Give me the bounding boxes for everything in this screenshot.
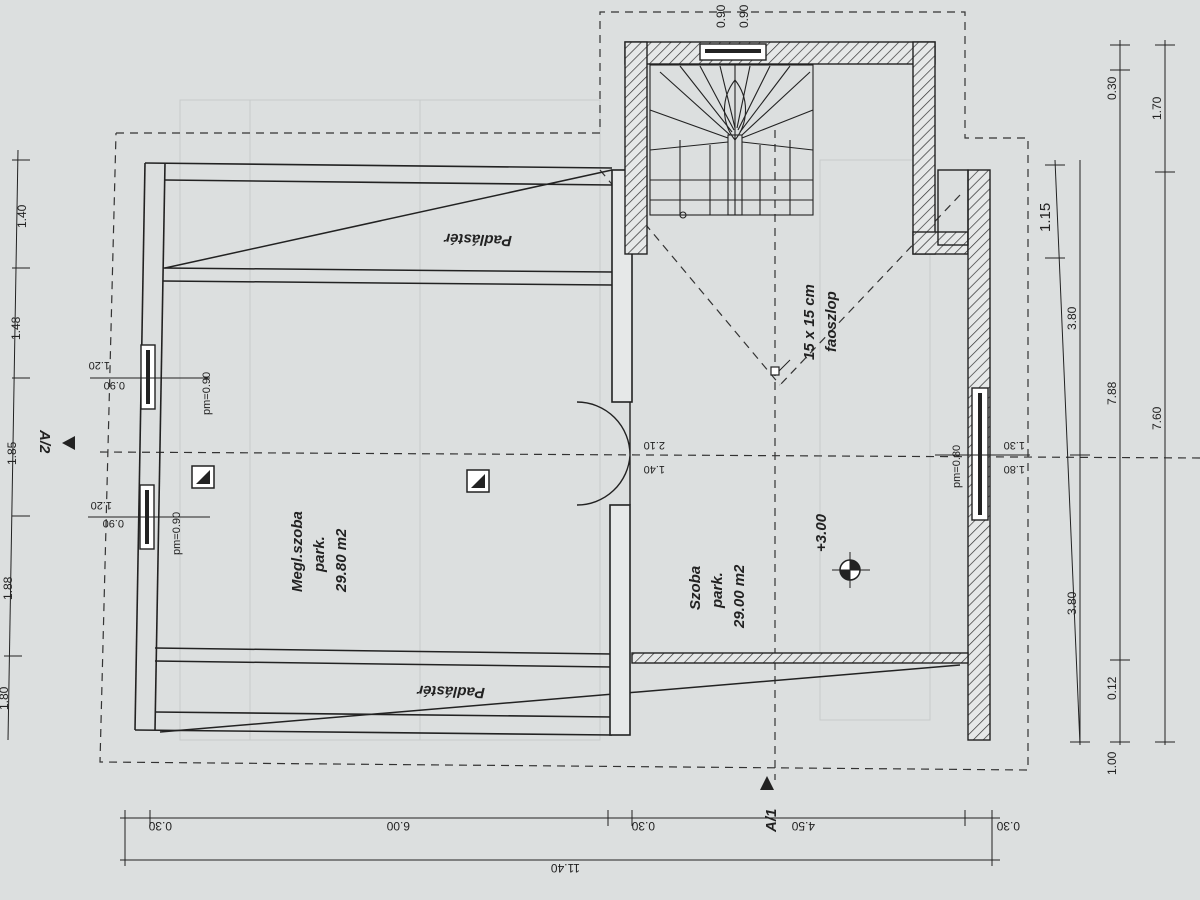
- exterior-walls: [134, 162, 613, 736]
- knee-walls: [154, 169, 961, 733]
- w1-sill: pm=0.90: [201, 372, 213, 415]
- dim-r-b0: 7.88: [1105, 381, 1119, 405]
- dim-r-a1: 3.80: [1065, 306, 1079, 330]
- window-1: [90, 344, 210, 410]
- window-2: [88, 484, 210, 550]
- staircase: [649, 64, 814, 219]
- window-3-labels: pm=0.80 1.30 1.80: [951, 439, 1025, 488]
- dim-b-3: 4.50: [791, 819, 815, 833]
- room-right-floor: park.: [709, 572, 726, 609]
- window-1-labels: pm=0.90 1.20 0.90: [89, 359, 213, 415]
- dim-r-a3: 0.12: [1105, 676, 1119, 700]
- w1-width: 1.20: [89, 359, 110, 371]
- dim-l-3: 1.88: [1, 576, 15, 600]
- dim-b-total: 11.40: [551, 861, 580, 875]
- background-ghost-lines: [179, 99, 931, 741]
- attic-bottom-label: Padlástér: [416, 682, 485, 701]
- w1-height: 0.90: [104, 379, 125, 391]
- dim-r-c0: 1.70: [1150, 96, 1164, 120]
- dims-right: 1.15 3.80 3.80 0.12 1.00 7.88 0.30 1.70 …: [1037, 76, 1164, 775]
- dimension-lines-bottom: [120, 810, 1000, 866]
- dim-l-0: 1.40: [15, 204, 29, 228]
- w3-height: 1.80: [1004, 463, 1025, 475]
- vent-2: [466, 469, 490, 493]
- w3-sill: pm=0.80: [951, 445, 963, 488]
- dims-top: 0.90 0.90: [714, 4, 751, 28]
- level-label: +3.00: [813, 513, 830, 552]
- w2-sill: pm=0.90: [171, 512, 183, 555]
- dim-l-4: 1.80: [0, 686, 11, 710]
- room-left-area: 29.80 m2: [333, 528, 350, 593]
- window-stair: [699, 43, 767, 61]
- dim-b-2: 0.30: [631, 819, 655, 833]
- post-size-label: 15 x 15 cm: [801, 284, 818, 360]
- dim-l-2: 1.85: [5, 441, 19, 465]
- dim-r-c1: 7.60: [1150, 406, 1164, 430]
- post-type-label: faoszlop: [823, 291, 840, 352]
- window-3: [935, 387, 1030, 521]
- post-leader-line: [778, 359, 791, 372]
- dim-r-b1: 0.30: [1105, 76, 1119, 100]
- section-a2-arrow: [62, 436, 75, 450]
- w2-width: 1.20: [91, 499, 112, 511]
- double-door: [576, 401, 631, 506]
- section-a2-label: A/2: [36, 429, 53, 454]
- room-right: Szoba park. 29.00 m2: [687, 564, 748, 629]
- dims-left: 1.40 1.48 1.85 1.88 1.80: [0, 204, 29, 710]
- dimension-lines-right: [1045, 40, 1175, 746]
- dim-t-0: 0.90: [714, 4, 728, 28]
- section-a1-arrow: [760, 776, 774, 790]
- dim-b-4: 0.30: [996, 819, 1020, 833]
- w2-height: 0.90: [103, 517, 124, 529]
- dim-l-1: 1.48: [9, 316, 23, 340]
- door-width: 1.40: [644, 463, 665, 475]
- section-a1-label: A/1: [763, 809, 780, 833]
- w3-width: 1.30: [1004, 439, 1025, 451]
- room-left: Megl.szoba park. 29.80 m2: [289, 511, 350, 593]
- room-right-name: Szoba: [687, 566, 704, 610]
- post-marker: [770, 366, 780, 376]
- dim-b-1: 6.00: [386, 819, 410, 833]
- dim-r-a4: 1.00: [1105, 751, 1119, 775]
- dim-r-a2: 3.80: [1065, 591, 1079, 615]
- dimension-lines-left: [4, 149, 30, 741]
- dim-b-0: 0.30: [148, 819, 172, 833]
- vent-1: [191, 465, 215, 489]
- window-2-labels: pm=0.90 1.20 0.90: [91, 499, 183, 555]
- room-left-floor: park.: [311, 536, 328, 573]
- attic-top-label: Padlástér: [443, 230, 512, 249]
- door-height: 2.10: [644, 439, 665, 451]
- level-marker-icon: [832, 552, 870, 588]
- dim-r-a0: 1.15: [1037, 203, 1054, 232]
- room-right-area: 29.00 m2: [731, 564, 748, 629]
- room-left-name: Megl.szoba: [289, 511, 306, 592]
- dim-t-1: 0.90: [737, 4, 751, 28]
- dims-bottom: 0.30 6.00 0.30 4.50 0.30 11.40: [148, 819, 1020, 875]
